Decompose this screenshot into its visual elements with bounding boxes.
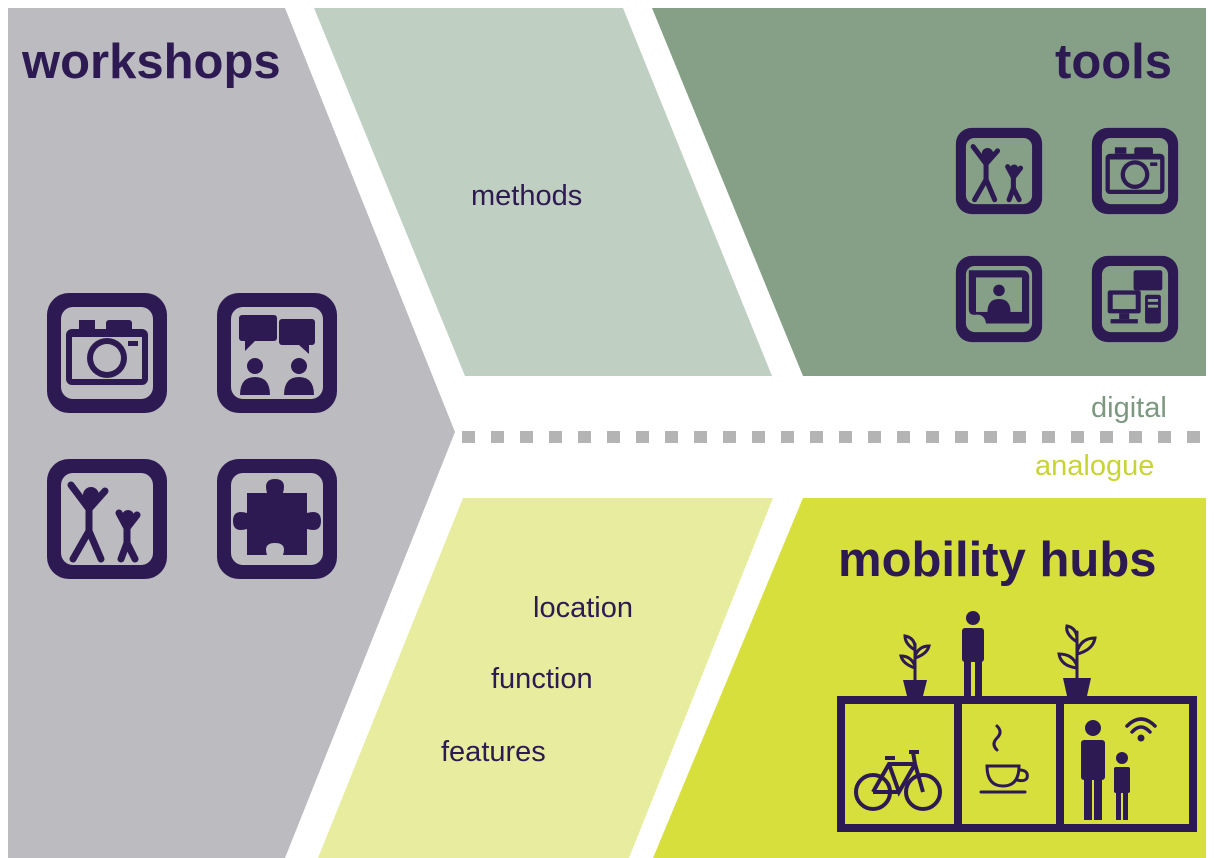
dancing-people-icon <box>955 127 1043 215</box>
tools-title: tools <box>1055 35 1173 89</box>
mobility-hub-illustration <box>837 611 1197 832</box>
plant-icon <box>899 634 931 682</box>
plant-pot <box>903 680 927 696</box>
location-label: location <box>533 592 633 624</box>
wifi-dot <box>1137 734 1145 742</box>
chat-people-icon <box>217 293 337 413</box>
dancing-people-icon <box>47 459 167 579</box>
features-label: features <box>441 736 546 768</box>
inputs-panel <box>318 498 773 858</box>
mobility-hubs-panel <box>653 498 1206 858</box>
methods-panel <box>314 8 772 376</box>
workshops-title: workshops <box>22 35 281 89</box>
person-icon <box>962 611 984 696</box>
analogue-label: analogue <box>1035 450 1155 482</box>
map-person-icon <box>955 255 1043 343</box>
digital-label: digital <box>1091 392 1167 424</box>
camera-icon <box>1091 127 1179 215</box>
function-label: function <box>491 663 593 695</box>
computer-network-icon <box>1091 255 1179 343</box>
methods-label: methods <box>471 180 583 212</box>
hub-shelf <box>837 696 1197 832</box>
workshops-panel <box>8 8 455 858</box>
camera-icon <box>47 293 167 413</box>
plant-pot <box>1063 678 1091 696</box>
bicycle-icon <box>854 750 942 811</box>
parent-child-icon <box>1081 720 1130 820</box>
puzzle-icon <box>217 459 337 579</box>
coffee-cup-icon <box>979 724 1029 794</box>
tools-panel <box>652 8 1206 376</box>
mobility-hubs-title: mobility hubs <box>838 533 1157 587</box>
wifi-icon <box>1125 717 1157 734</box>
plant-icon <box>1057 624 1097 680</box>
